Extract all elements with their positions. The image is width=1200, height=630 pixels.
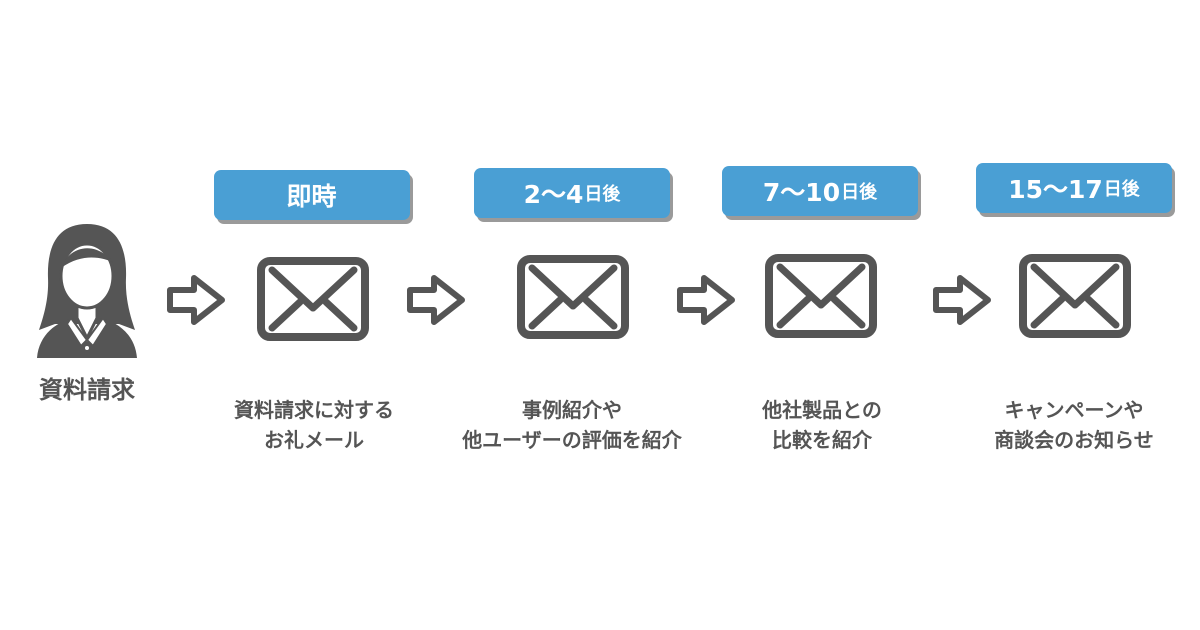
description-line: キャンペーンや xyxy=(1004,398,1144,422)
arrow-right-icon xyxy=(167,275,225,325)
arrow-right-icon xyxy=(677,275,735,325)
mail-envelope-icon xyxy=(765,254,877,338)
description-line: お礼メール xyxy=(264,428,364,452)
timing-badge-value: 7〜10 xyxy=(762,178,841,207)
timing-badge-value: 即時 xyxy=(286,182,337,211)
timing-badge-value: 15〜17 xyxy=(1008,175,1103,204)
timing-badge-value: 2〜4 xyxy=(523,180,584,209)
description-line: 他社製品との xyxy=(762,398,882,422)
user-woman-icon xyxy=(37,224,137,358)
timing-badge-2: 2〜4 日後 xyxy=(474,168,670,218)
arrow-right-icon xyxy=(933,275,991,325)
description-line: 商談会のお知らせ xyxy=(994,428,1154,452)
timing-badge-unit: 日後 xyxy=(584,184,621,205)
timing-badge-4: 15〜17 日後 xyxy=(976,163,1172,213)
timing-badge-unit: 日後 xyxy=(841,182,878,203)
step-description-1: 資料請求に対する お礼メール xyxy=(164,395,464,455)
timing-badge-unit: 日後 xyxy=(1103,179,1140,200)
description-line: 事例紹介や xyxy=(522,398,622,422)
requester-label: 資料請求 xyxy=(39,376,135,404)
step-description-3: 他社製品との 比較を紹介 xyxy=(672,395,972,455)
description-line: 他ユーザーの評価を紹介 xyxy=(462,428,682,452)
timing-badge-3: 7〜10 日後 xyxy=(722,166,918,216)
mail-envelope-icon xyxy=(1019,254,1131,338)
step-description-4: キャンペーンや 商談会のお知らせ xyxy=(924,395,1200,455)
mail-envelope-icon xyxy=(517,255,629,339)
step-description-2: 事例紹介や 他ユーザーの評価を紹介 xyxy=(422,395,722,455)
mail-envelope-icon xyxy=(257,257,369,341)
timing-badge-1: 即時 xyxy=(214,170,410,220)
description-line: 比較を紹介 xyxy=(772,428,872,452)
arrow-right-icon xyxy=(407,275,465,325)
description-line: 資料請求に対する xyxy=(234,398,394,422)
